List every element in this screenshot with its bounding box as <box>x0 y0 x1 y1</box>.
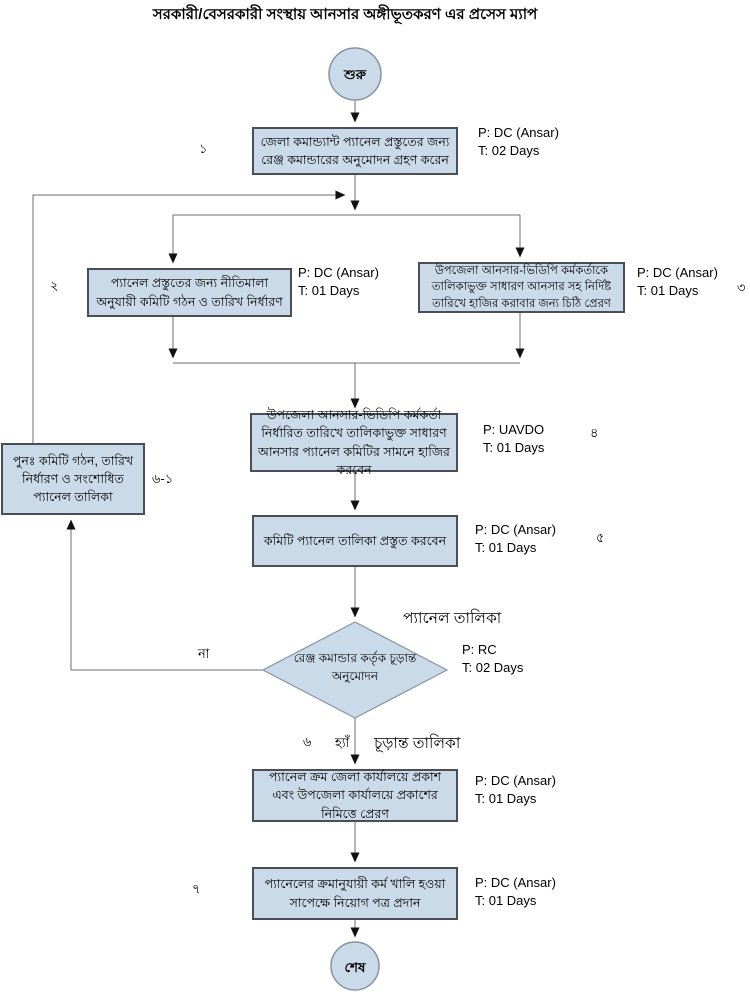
process-box-s2-text: প্যানেল প্রস্তুতের জন্য নীতিমালা অনুযায়… <box>96 276 283 309</box>
annotation-s3: P: DC (Ansar) T: 01 Days <box>637 264 718 299</box>
process-box-s6: প্যানেল ক্রম জেলা কার্যালয়ে প্রকাশ এবং … <box>252 769 458 822</box>
annotation-s2-time: T: 01 Days <box>298 282 360 298</box>
annotation-s5-time: T: 01 Days <box>475 539 537 555</box>
annotation-s5: P: DC (Ansar) T: 01 Days <box>475 521 556 556</box>
process-box-s3-text: উপজেলা আনসার-ভিডিপি কর্মকর্তাকে তালিকাভু… <box>431 264 612 310</box>
process-box-s4: উপজেলা আনসার-ভিডিপি কর্মকর্তা নির্ধারিত … <box>250 408 458 477</box>
step-number-s1: ১ <box>199 141 208 156</box>
start-terminator-label: শুরু <box>344 67 366 82</box>
annotation-s2-performer: P: DC (Ansar) <box>298 265 379 280</box>
process-box-s1: জেলা কমান্ড্যান্ট প্যানেল প্রস্তুতের জন্… <box>252 127 458 175</box>
step-number-s5: ৫ <box>596 530 605 545</box>
process-box-rework: পুনঃ কমিটি গঠন, তারিখ নির্ধারণ ও সংশোধিত… <box>1 443 145 515</box>
annotation-s4: P: UAVDO T: 01 Days <box>483 421 544 456</box>
process-box-s6-text: প্যানেল ক্রম জেলা কার্যালয়ে প্রকাশ এবং … <box>268 770 441 821</box>
annotation-s7-performer: P: DC (Ansar) <box>475 875 556 890</box>
connector-rework-feedback <box>32 190 346 443</box>
process-box-s1-text: জেলা কমান্ড্যান্ট প্যানেল প্রস্তুতের জন্… <box>260 134 450 167</box>
process-box-s4-text: উপজেলা আনসার-ভিডিপি কর্মকর্তা নির্ধারিত … <box>258 408 450 477</box>
annotation-s5-performer: P: DC (Ansar) <box>475 522 556 537</box>
end-terminator-shape <box>330 941 380 991</box>
process-box-s5-text: কমিটি প্যানেল তালিকা প্রস্তুত করবেন <box>263 533 447 548</box>
annotation-s6-time: T: 01 Days <box>475 790 537 806</box>
step-number-s7: ৭ <box>192 881 201 896</box>
decision-diamond-text: রেঞ্জ কমান্ডার কর্তৃক চূড়ান্ত অনুমোদন <box>293 651 417 683</box>
annotation-s6-performer: P: DC (Ansar) <box>475 773 556 788</box>
step-number-s4: ৪ <box>590 425 599 440</box>
annotation-s3-time: T: 01 Days <box>637 282 699 298</box>
process-box-s5: কমিটি প্যানেল তালিকা প্রস্তুত করবেন <box>252 515 458 567</box>
edge-label-panel-list: প্যানেল তালিকা <box>403 610 502 627</box>
process-box-s3: উপজেলা আনসার-ভিডিপি কর্মকর্তাকে তালিকাভু… <box>418 262 625 313</box>
annotation-s1-time: T: 02 Days <box>478 142 540 158</box>
annotation-s2: P: DC (Ansar) T: 01 Days <box>298 264 379 299</box>
annotation-s7-time: T: 01 Days <box>475 892 537 908</box>
process-box-s7-text: প্যানেলের ক্রমানুযায়ী কর্ম খালি হওয়া স… <box>264 877 446 910</box>
annotation-s4-performer: P: UAVDO <box>483 422 545 437</box>
annotation-s3-performer: P: DC (Ansar) <box>637 265 718 280</box>
end-terminator-label: শেষ <box>344 960 366 975</box>
edge-label-final-list: চূড়ান্ত তালিকা <box>374 735 461 752</box>
annotation-decision-time: T: 02 Days <box>462 659 524 675</box>
edge-label-yes: হ্যাঁ <box>335 735 350 750</box>
start-terminator-shape <box>328 47 382 101</box>
process-box-s7: প্যানেলের ক্রমানুযায়ী কর্ম খালি হওয়া স… <box>252 867 458 920</box>
decision-diamond-shape <box>261 621 449 719</box>
step-number-s2: ২ <box>50 278 59 293</box>
annotation-decision: P: RC T: 02 Days <box>462 641 523 676</box>
step-number-s3: ৩ <box>737 280 746 295</box>
annotation-s1-performer: P: DC (Ansar) <box>478 125 559 140</box>
annotation-s4-time: T: 01 Days <box>483 439 545 455</box>
process-box-s2: প্যানেল প্রস্তুতের জন্য নীতিমালা অনুযায়… <box>87 268 292 317</box>
annotation-s1: P: DC (Ansar) T: 02 Days <box>478 124 559 159</box>
connector-decision-no-to-rework <box>66 519 263 671</box>
annotation-decision-performer: P: RC <box>462 642 497 657</box>
annotation-s6: P: DC (Ansar) T: 01 Days <box>475 772 556 807</box>
page-title: সরকারী/বেসরকারী সংস্থায় আনসার অঙ্গীভূতক… <box>152 6 538 23</box>
step-number-decision: ৬ <box>303 734 312 749</box>
step-number-rework: ৬-১ <box>152 471 174 486</box>
annotation-s7: P: DC (Ansar) T: 01 Days <box>475 874 556 909</box>
edge-label-no: না <box>198 646 210 661</box>
process-box-rework-text: পুনঃ কমিটি গঠন, তারিখ নির্ধারণ ও সংশোধিত… <box>12 453 134 505</box>
